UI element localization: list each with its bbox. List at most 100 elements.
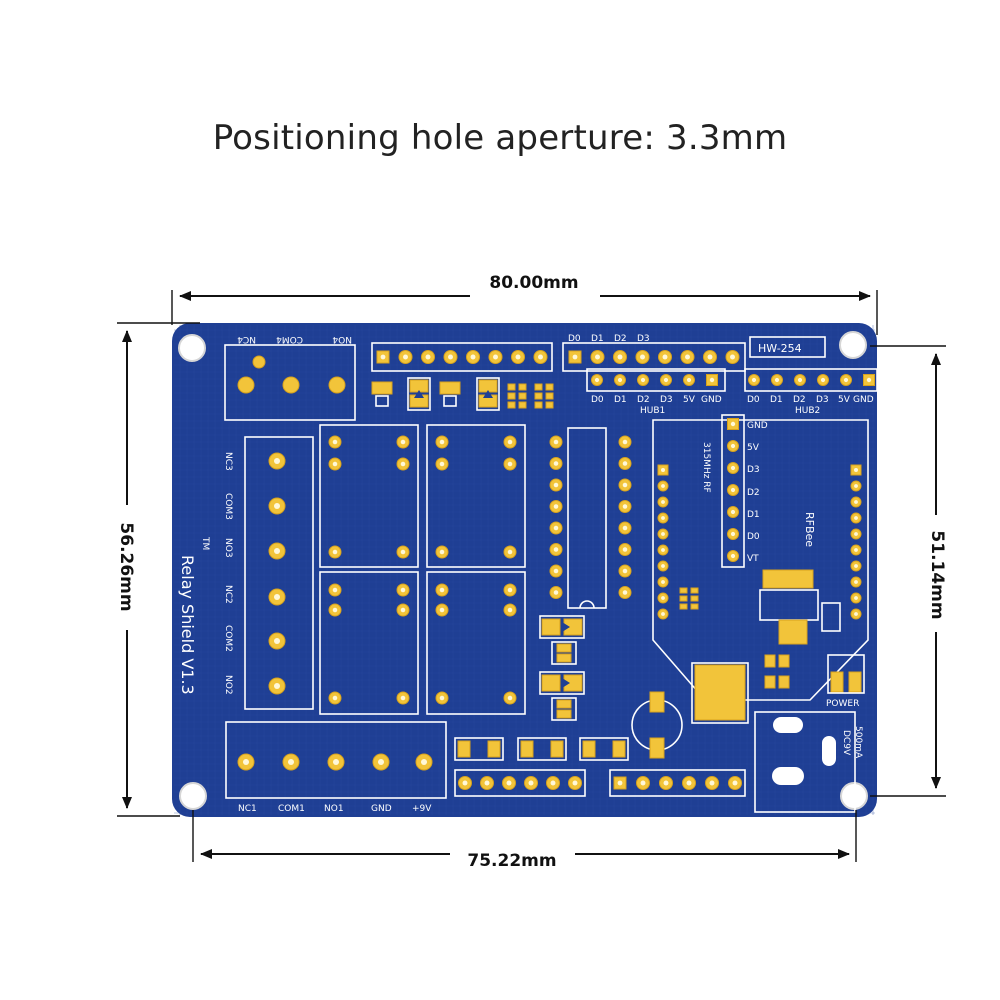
hub1-pad-5-hole xyxy=(709,377,715,383)
mounting-hole-bottom-right xyxy=(840,782,868,810)
hub1-pad-2-hole xyxy=(640,377,646,383)
smd-resistor-2-pad-a xyxy=(520,740,534,758)
header-bottom-left-pad-2-hole xyxy=(506,780,512,786)
terminal-block-bottom xyxy=(225,721,447,799)
smd-top-array-a-0-1 xyxy=(507,392,516,400)
header-bottom-right-pads xyxy=(613,776,742,790)
rfbee-pad-right-9-hole xyxy=(854,612,858,616)
smd-top-array-b-1-2 xyxy=(545,401,554,409)
dip-pad-left-3-hole xyxy=(553,504,559,509)
relay-pad-12-hole xyxy=(332,587,338,593)
header-top-right-pad-7-hole xyxy=(730,354,735,360)
power-label: POWER xyxy=(826,699,859,709)
terminal-left-pad-3-hole xyxy=(273,593,281,601)
rfbee-pad-left-7-hole xyxy=(661,580,665,584)
relay-pad-5-hole xyxy=(400,549,406,555)
relay-pad-18-hole xyxy=(439,587,445,593)
regulator-pad xyxy=(778,619,808,645)
dip-pad-right-3-hole xyxy=(622,504,628,509)
smd-top-diode-0 xyxy=(407,377,431,411)
smd-top-array-a-1-2 xyxy=(534,401,543,409)
header-top-right xyxy=(562,342,746,372)
hub2-label-0: D0 xyxy=(747,395,760,405)
terminal-bottom-pad-1-hole xyxy=(287,758,295,766)
smd-top-array-a-1-0 xyxy=(534,383,543,391)
power-regulator-outline xyxy=(691,662,749,724)
smd-top-array-a-0-2 xyxy=(507,401,516,409)
hub-top-label-1: D1 xyxy=(591,334,604,344)
header-top-right-pad-4-hole xyxy=(662,354,668,360)
rfbee-pad-left-2-hole xyxy=(661,500,665,504)
header-top-left xyxy=(371,342,553,372)
header-top-left-pads xyxy=(376,350,548,364)
header-bottom-right-pad-5-hole xyxy=(732,780,738,786)
regulator-tab xyxy=(762,569,814,589)
smd-resistor-2-pad-b xyxy=(550,740,564,758)
hub1-label-0: D0 xyxy=(591,395,604,405)
mounting-hole-top-left xyxy=(178,334,206,362)
relay-pad-6-hole xyxy=(439,439,445,445)
smd-mid-diode-mark-0 xyxy=(562,622,570,632)
smd-mid-diode-1 xyxy=(539,671,585,695)
smd-mid-cap-1 xyxy=(551,697,577,721)
relay-pad-21-hole xyxy=(507,607,513,613)
terminal-bottom-pad-4-hole xyxy=(420,758,428,766)
hub1-label-5: GND xyxy=(701,395,722,405)
dip-pad-left-2-hole xyxy=(553,482,559,488)
smd-mid-array-b-0 xyxy=(690,587,699,594)
dip-ic xyxy=(567,427,607,609)
terminal-bottom-pads xyxy=(237,753,433,771)
relay-pad-14-hole xyxy=(400,587,406,593)
rfbee-pad-left-6-hole xyxy=(661,564,665,568)
header-top-left-pad-0-hole xyxy=(380,354,386,360)
relay-pad-4-hole xyxy=(332,549,338,555)
hub2-pad-0-hole xyxy=(751,377,757,383)
dip-pad-right-5-hole xyxy=(622,547,628,552)
relay-pad-19-hole xyxy=(439,607,445,613)
dip-pad-left-7-hole xyxy=(553,590,559,595)
smd-mid-diode-pad-a-0 xyxy=(541,618,561,636)
relay-pad-2-hole xyxy=(400,439,406,445)
smd-top-diode-mark-1 xyxy=(483,390,493,398)
header-bottom-left-pad-3-hole xyxy=(528,780,534,786)
smd-resistor-2 xyxy=(517,737,567,761)
mounting-hole-top-right xyxy=(839,331,867,359)
smd-top-array-b-0-2 xyxy=(518,401,527,409)
hub1-pad-3-hole xyxy=(663,377,669,383)
header-top-left-pad-2-hole xyxy=(425,354,431,360)
smd-mid-diode-0 xyxy=(539,615,585,639)
rfbee-label: RFBee xyxy=(803,512,816,547)
rf-pad-0-hole xyxy=(730,421,736,427)
rfbee-pad-right-3-hole xyxy=(854,516,858,520)
relay-pad-22-hole xyxy=(439,695,445,701)
relay-2 xyxy=(426,424,526,568)
dip-pad-left-6-hole xyxy=(553,568,559,574)
header-top-left-pad-6-hole xyxy=(515,354,521,360)
dip-pad-right-4-hole xyxy=(622,525,628,531)
smd-top-array-b-0-1 xyxy=(518,392,527,400)
smd-mid-cap-pad-a-0 xyxy=(556,643,572,653)
terminal-top-pad-1 xyxy=(252,355,266,369)
hub2-pads xyxy=(748,374,875,386)
header-top-right-pad-0-hole xyxy=(572,354,578,360)
dip-ic-notch xyxy=(579,600,595,609)
rf-pad-4-hole xyxy=(730,509,736,515)
terminal-left-pad-4-hole xyxy=(273,637,281,645)
relay-4 xyxy=(426,571,526,715)
hub2-label-4: 5V xyxy=(838,395,851,405)
smd-top-array-b-1-1 xyxy=(545,392,554,400)
dc-jack-slot-2 xyxy=(772,767,804,785)
rfbee-pad-right-0-hole xyxy=(854,468,858,472)
rfbee-pad-right-8-hole xyxy=(854,596,858,600)
rfbee-pad-left-9-hole xyxy=(661,612,665,616)
rf-label-6: VT xyxy=(747,554,759,564)
dc-jack xyxy=(754,711,856,813)
rfbee-pad-left-1-hole xyxy=(661,484,665,488)
rfbee-pad-left-0-hole xyxy=(661,468,665,472)
terminal-top-label-2: NC4 xyxy=(237,334,256,344)
power-led xyxy=(827,654,865,694)
hub2-pad-1-hole xyxy=(774,377,780,383)
smd-led-pad-b-1 xyxy=(778,675,790,689)
rfbee-pad-right-4-hole xyxy=(854,532,858,536)
header-top-left-pad-1-hole xyxy=(403,354,408,360)
